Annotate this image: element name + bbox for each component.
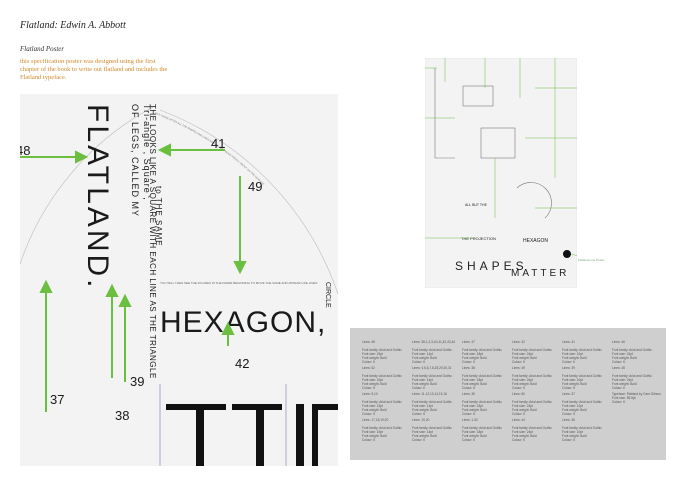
- spec-cell: Lines: 46 Font family: Arial and Gothic …: [612, 340, 652, 364]
- spec-cell: Lines: 38 Font family: Arial and Gothic …: [462, 366, 502, 390]
- glyph-stem-1: [196, 404, 204, 466]
- spec-cell: Lines: 4,5,6,7,8,28,29,30,31 Font family…: [412, 366, 452, 390]
- arrow-48-head: [75, 150, 89, 164]
- arrow-41-head: [157, 143, 171, 157]
- spec-cell: Lines: 39 Font family: Arial and Gothic …: [562, 366, 602, 390]
- arrow-37-head: [39, 279, 53, 293]
- marker-42: 42: [235, 356, 249, 371]
- spec-cell: Lines: 50 Font family: Arial and Gothic …: [512, 392, 552, 416]
- callout-lines: [425, 58, 577, 256]
- marker-41: 41: [211, 136, 225, 151]
- arrow-markers: [20, 143, 247, 412]
- marker-38: 38: [115, 408, 129, 423]
- spec-cell: Lines: 52 Font family: Arial and Gothic …: [362, 366, 402, 390]
- arrow-39-head: [118, 293, 132, 307]
- page-subtitle: Flatland Poster: [20, 45, 65, 53]
- spec-cell: Lines: 17,18,19,20 Font family: Arial an…: [362, 418, 402, 442]
- fine-text: YOU WILL THEN SEE THE FIGURES IN THE PAP…: [160, 281, 317, 285]
- glyph-stem-4: [312, 404, 318, 466]
- circle-word: CIRCLE: [324, 282, 331, 308]
- thumbnail-words: ALL BUT THE THE PROJECTION HEXAGON SHAPE…: [455, 203, 569, 279]
- spec-cell: Lines: 45 Font family: Arial and Gothic …: [612, 366, 652, 390]
- marker-37: 37: [50, 392, 64, 407]
- poster-artwork: BUT THESE AFTER ALL THE SHAPES AND LINES…: [20, 104, 338, 466]
- spec-cell: Lines: 37 Font family: Arial and Gothic …: [562, 392, 602, 416]
- thumb-word-matter: MATTER: [511, 268, 569, 279]
- spec-cell: Lines: 19,20 Font family: Arial and Goth…: [412, 418, 452, 442]
- vertical-line-2: Tri-angle , Square ,: [142, 104, 152, 201]
- spec-cell: Lines: 38,1,2,3,40,41,42,43,44 Font fami…: [412, 340, 456, 364]
- thumb-word-projection: THE PROJECTION: [461, 236, 496, 241]
- marker-48: 48: [20, 143, 30, 158]
- spec-cell: Typeface: Flatland by Cam Gibson Font si…: [612, 392, 661, 404]
- glyph-stem-2: [256, 404, 264, 466]
- arrow-38-head: [105, 283, 119, 297]
- marker-39: 39: [130, 374, 144, 389]
- glyph-bar-3: [312, 404, 338, 410]
- thumb-word-hexagon: HEXAGON: [523, 238, 548, 244]
- spec-cell: Lines: 36 Font family: Arial and Gothic …: [462, 392, 502, 416]
- vertical-body-top: THE LOOKS LIKE A SQUARE WITH EACH LINE A…: [148, 104, 157, 379]
- thumbnail-legend: Flatland Line Poster: [578, 258, 605, 262]
- spec-cell: Lines: 11,12,13,14,15,16 Font family: Ar…: [412, 392, 452, 416]
- arrow-42-head: [221, 321, 235, 335]
- marker-numbers: 48 41 49 42 39 38 37: [20, 136, 262, 423]
- arrow-49-head: [233, 261, 247, 275]
- thumb-word-shapes: SHAPES: [455, 259, 528, 273]
- spec-cell: Lines: 48 Font family: Arial and Gothic …: [362, 340, 402, 364]
- marker-49: 49: [248, 179, 262, 194]
- thumb-word-all-but-the: ALL BUT THE: [465, 203, 488, 207]
- headline-flatland: FLATLAND.: [81, 104, 114, 290]
- glyph-stem-3: [296, 404, 304, 466]
- spec-cell: Lines: 36 Font family: Arial and Gothic …: [562, 418, 602, 442]
- spec-cell: Lines: 9,10 Font family: Arial and Gothi…: [362, 392, 402, 416]
- bottom-glyphs: [166, 404, 338, 466]
- description: this specification poster was designed u…: [20, 58, 168, 81]
- poster-thumbnail: ALL BUT THE THE PROJECTION HEXAGON SHAPE…: [425, 58, 577, 288]
- spec-cell: Lines: 1-32 Font family: Arial and Gothi…: [462, 418, 502, 442]
- vertical-line-3: to THE SAME: [154, 186, 163, 247]
- hexagon-word: HEXAGON,: [160, 306, 326, 339]
- spec-cell: Lines: 42 Font family: Arial and Gothic …: [512, 340, 552, 364]
- spec-cell: Lines: 47 Font family: Arial and Gothic …: [462, 340, 502, 364]
- spec-cell: Lines: 49 Font family: Arial and Gothic …: [512, 366, 552, 390]
- spec-cell: Lines: 44 Font family: Arial and Gothic …: [512, 418, 552, 442]
- vertical-line-1: OF LEGS, CALLED MY: [130, 104, 140, 217]
- spec-cell: Lines: 41 Font family: Arial and Gothic …: [562, 340, 602, 364]
- page-title: Flatland: Edwin A. Abbott: [20, 20, 126, 31]
- thumbnail-artwork: ALL BUT THE THE PROJECTION HEXAGON SHAPE…: [425, 58, 577, 288]
- poster-crop: BUT THESE AFTER ALL THE SHAPES AND LINES…: [20, 94, 338, 466]
- spec-sheet: Lines: 48 Font family: Arial and Gothic …: [350, 328, 666, 460]
